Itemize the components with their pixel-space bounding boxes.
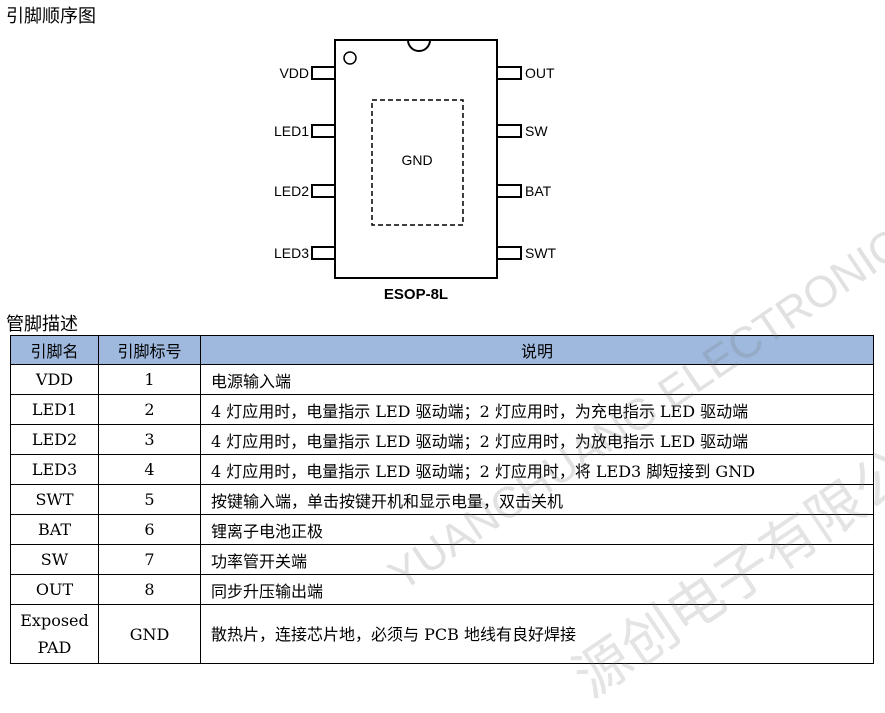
pin1-marker	[343, 51, 357, 65]
pin-label-sw: SW	[525, 123, 548, 139]
table-row: BAT 6 锂离子电池正极	[10, 514, 874, 545]
pin-number: 2	[98, 394, 201, 425]
pin-name: LED3	[10, 454, 99, 485]
right-pins: OUT SW BAT SWT	[496, 65, 557, 261]
pin-8	[496, 66, 522, 80]
pin-description: 锂离子电池正极	[200, 514, 874, 545]
pin-7	[496, 124, 522, 138]
package-name: ESOP-8L	[384, 286, 448, 303]
pin-name: LED2	[10, 424, 99, 455]
pin-label-vdd: VDD	[279, 65, 309, 81]
exposed-pad-label: GND	[401, 152, 432, 168]
pin-description: 4 灯应用时，电量指示 LED 驱动端；2 灯应用时，为充电指示 LED 驱动端	[200, 394, 874, 425]
pin-number: 1	[98, 364, 201, 395]
table-row: SWT 5 按键输入端，单击按键开机和显示电量，双击关机	[10, 484, 874, 515]
pin-name: BAT	[10, 514, 99, 545]
pin-number: 8	[98, 574, 201, 605]
pin-description: 按键输入端，单击按键开机和显示电量，双击关机	[200, 484, 874, 515]
pin-description: 电源输入端	[200, 364, 874, 395]
pin-name: LED1	[10, 394, 99, 425]
pin-label-led3: LED3	[274, 245, 309, 261]
pin-description: 4 灯应用时，电量指示 LED 驱动端；2 灯应用时，为放电指示 LED 驱动端	[200, 424, 874, 455]
pin-label-swt: SWT	[525, 245, 557, 261]
pin-description: 同步升压输出端	[200, 574, 874, 605]
pin-number: 6	[98, 514, 201, 545]
pin-5	[496, 246, 522, 260]
pin-3	[311, 184, 336, 198]
pin-description: 4 灯应用时，电量指示 LED 驱动端；2 灯应用时，将 LED3 脚短接到 G…	[200, 454, 874, 485]
exposed-pad	[371, 99, 464, 226]
pin-description: 散热片，连接芯片地，必须与 PCB 地线有良好焊接	[200, 604, 874, 664]
table-header-row: 引脚名 引脚标号 说明	[10, 335, 874, 365]
pin-label-led1: LED1	[274, 123, 309, 139]
pin-number: 7	[98, 544, 201, 575]
table-row: LED1 2 4 灯应用时，电量指示 LED 驱动端；2 灯应用时，为充电指示 …	[10, 394, 874, 425]
pin-name: OUT	[10, 574, 99, 605]
table-row: LED3 4 4 灯应用时，电量指示 LED 驱动端；2 灯应用时，将 LED3…	[10, 454, 874, 485]
left-pins: VDD LED1 LED2 LED3	[274, 65, 336, 261]
package-pinout-diagram: GND VDD LED1 LED2 LED3 OUT SW BAT SWT ES…	[274, 39, 557, 303]
header-pin-number: 引脚标号	[98, 335, 201, 365]
package-notch	[407, 39, 431, 52]
pin-number: 3	[98, 424, 201, 455]
pin-label-out: OUT	[525, 65, 555, 81]
pin-description-table: 引脚名 引脚标号 说明 VDD 1 电源输入端 LED1 2 4 灯应用时，电量…	[10, 335, 874, 664]
pin-4	[311, 246, 336, 260]
pin-name: VDD	[10, 364, 99, 395]
pin-name-line2: PAD	[37, 638, 72, 657]
pin-label-bat: BAT	[525, 183, 552, 199]
table-row: SW 7 功率管开关端	[10, 544, 874, 575]
pin-order-title: 引脚顺序图	[6, 6, 96, 27]
table-row: OUT 8 同步升压输出端	[10, 574, 874, 605]
pin-name-line1: Exposed	[20, 611, 89, 630]
table-row: LED2 3 4 灯应用时，电量指示 LED 驱动端；2 灯应用时，为放电指示 …	[10, 424, 874, 455]
pin-6	[496, 184, 522, 198]
pin-2	[311, 124, 336, 138]
pin-label-led2: LED2	[274, 183, 309, 199]
pin-number: 5	[98, 484, 201, 515]
header-pin-name: 引脚名	[10, 335, 99, 365]
pin-name: SW	[10, 544, 99, 575]
pin-number: GND	[98, 604, 201, 664]
pin-number: 4	[98, 454, 201, 485]
package-body	[334, 39, 498, 279]
pin-1	[311, 66, 336, 80]
table-row: VDD 1 电源输入端	[10, 364, 874, 395]
pin-description: 功率管开关端	[200, 544, 874, 575]
header-description: 说明	[200, 335, 874, 365]
pin-name: SWT	[10, 484, 99, 515]
pin-desc-title: 管脚描述	[6, 314, 78, 335]
